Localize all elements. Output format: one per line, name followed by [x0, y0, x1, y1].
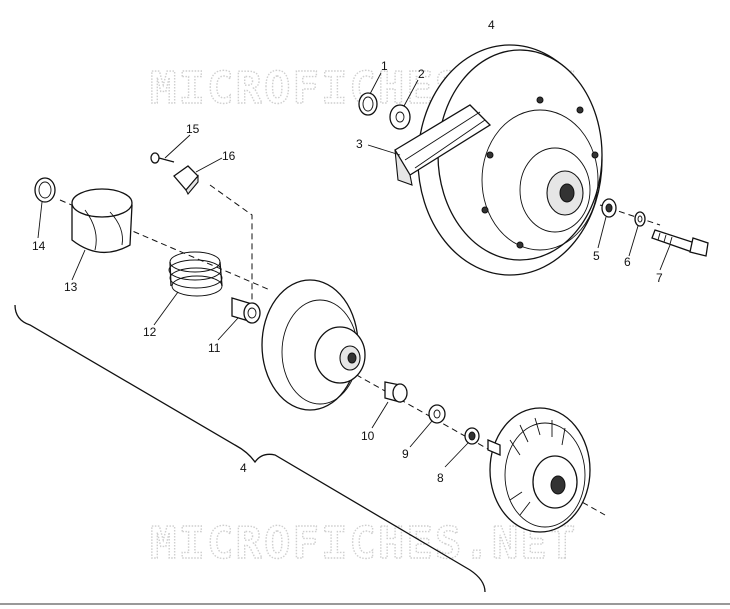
callout-4-top: 4: [488, 18, 495, 32]
callout-2: 2: [418, 67, 425, 81]
part-14-snap-ring: [34, 177, 56, 203]
guide-line: [209, 184, 253, 300]
leader-9: [409, 420, 433, 448]
callout-16: 16: [222, 149, 236, 163]
callout-12: 12: [143, 325, 157, 339]
part-11-bushing: [231, 297, 261, 324]
leader-5: [597, 216, 607, 249]
leader-15: [164, 134, 191, 159]
drive-clutch-sheave: [417, 44, 603, 276]
leader-12: [153, 291, 179, 326]
part-2-washer: [389, 104, 411, 130]
part-1-ring: [358, 92, 378, 116]
part-13-cam: [71, 188, 133, 254]
watermark-bottom: MICROFICHES.NET: [150, 518, 577, 569]
callout-15: 15: [186, 122, 200, 136]
callout-9: 9: [402, 447, 409, 461]
leader-16: [195, 157, 223, 173]
driven-moveable-sheave: [261, 279, 366, 411]
callout-11: 11: [208, 341, 221, 355]
driven-stationary-sheave: [487, 407, 591, 533]
leader-3: [367, 144, 401, 156]
drive-belt: [394, 104, 492, 186]
part-8-washer: [464, 427, 480, 445]
part-12-spring: [168, 251, 223, 297]
callout-6: 6: [624, 255, 631, 269]
leader-6: [628, 225, 639, 257]
leader-11: [217, 317, 239, 341]
leader-7: [659, 244, 671, 271]
leader-2: [403, 79, 419, 107]
callout-13: 13: [64, 280, 78, 294]
callout-1: 1: [381, 59, 388, 73]
callout-4-bracket: 4: [240, 461, 247, 475]
leader-13: [71, 249, 86, 281]
part-5-washer: [601, 198, 617, 218]
callout-5: 5: [593, 249, 600, 263]
leader-10: [371, 401, 389, 429]
callout-14: 14: [32, 239, 46, 253]
leader-8: [444, 442, 469, 468]
part-15-screw: [150, 152, 175, 164]
callout-10: 10: [361, 429, 375, 443]
part-16-button: [173, 165, 199, 195]
assembly-bracket: [14, 304, 486, 593]
part-7-bolt: [651, 229, 709, 257]
part-10-bushing: [384, 381, 408, 403]
part-9-washer: [428, 404, 446, 424]
part-6-lockwasher: [634, 211, 646, 227]
callout-3: 3: [356, 137, 363, 151]
callout-8: 8: [437, 471, 444, 485]
leader-14: [37, 201, 43, 239]
callout-7: 7: [656, 271, 663, 285]
leader-1: [369, 72, 382, 95]
